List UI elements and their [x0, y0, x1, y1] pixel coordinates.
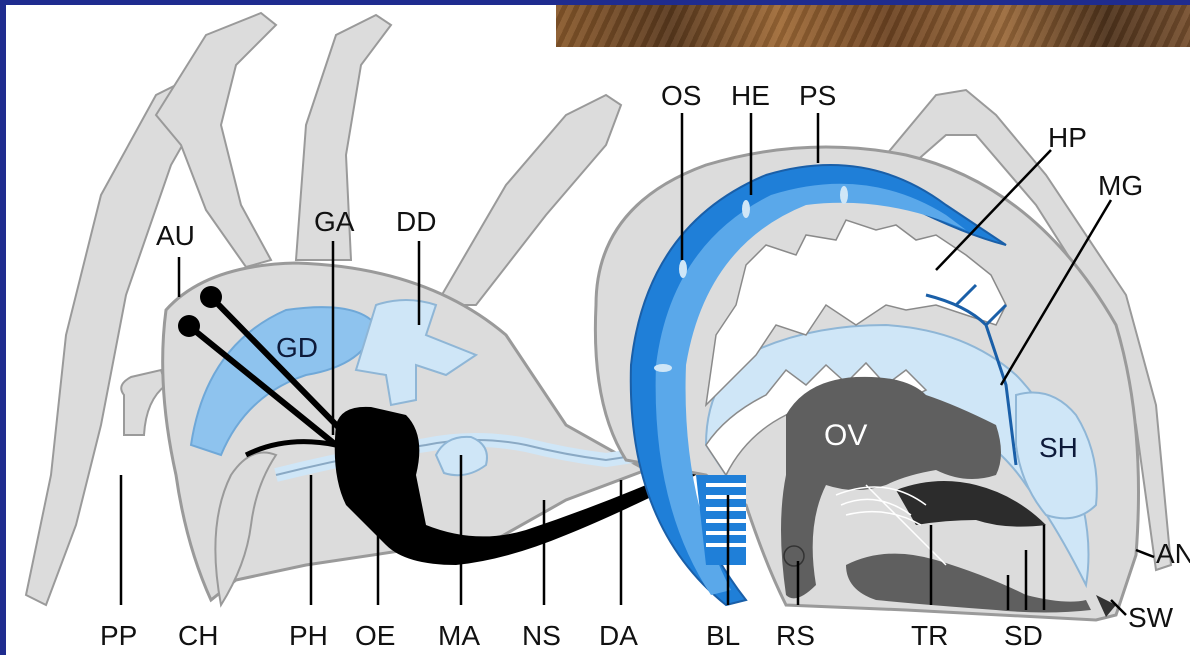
label-ps: PS — [799, 80, 836, 111]
lead-an — [1136, 550, 1154, 557]
label-au: AU — [156, 220, 195, 251]
ostium-1 — [679, 260, 687, 278]
label-da: DA — [599, 620, 638, 651]
label-ns: NS — [522, 620, 561, 651]
label-ph: PH — [289, 620, 328, 651]
label-ov: OV — [824, 419, 867, 452]
label-mg: MG — [1098, 170, 1143, 201]
leg-fourth — [436, 95, 621, 305]
label-pp: PP — [100, 620, 137, 651]
label-hp: HP — [1048, 122, 1087, 153]
label-dd: DD — [396, 206, 436, 237]
label-oe: OE — [355, 620, 395, 651]
label-ma: MA — [438, 620, 480, 651]
ostium-2 — [742, 200, 750, 218]
label-ch: CH — [178, 620, 218, 651]
label-ga: GA — [314, 206, 355, 237]
label-tr: TR — [911, 620, 948, 651]
label-he: HE — [731, 80, 770, 111]
diagram-canvas: AU GA DD GD OS HE PS HP MG OV SH AN SW P… — [6, 5, 1190, 655]
label-os: OS — [661, 80, 701, 111]
label-sh: SH — [1039, 432, 1078, 463]
label-gd: GD — [276, 332, 318, 363]
receptaculum-seminis — [784, 546, 804, 566]
label-sd: SD — [1004, 620, 1043, 651]
ostium-4 — [654, 364, 672, 372]
spider-anatomy-diagram: AU GA DD GD OS HE PS HP MG OV SH AN SW P… — [6, 5, 1190, 655]
label-sw: SW — [1128, 602, 1174, 633]
ostium-3 — [840, 186, 848, 204]
label-an: AN — [1156, 538, 1190, 569]
leg-pedipalp — [121, 370, 166, 435]
label-rs: RS — [776, 620, 815, 651]
label-bl: BL — [706, 620, 740, 651]
